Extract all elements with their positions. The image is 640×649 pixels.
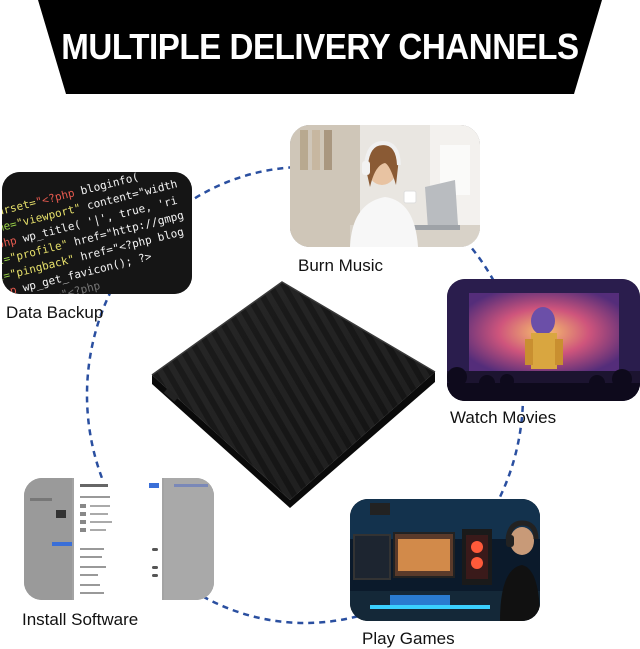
watch-movies-label: Watch Movies: [450, 408, 557, 427]
data-backup-image: charset="<?php bloginfo( name="viewport"…: [2, 172, 192, 294]
data-backup-label: Data Backup: [6, 303, 104, 322]
install-software-image: [24, 478, 214, 600]
external-dvd-drive-image: [140, 270, 440, 515]
burn-music-label: Burn Music: [298, 256, 384, 275]
install-software-label: Install Software: [22, 610, 139, 629]
play-games-image: [350, 499, 540, 621]
banner-shape: [38, 0, 602, 94]
watch-movies-image: [447, 279, 640, 401]
banner-title: MULTIPLE DELIVERY CHANNELS: [61, 26, 579, 67]
burn-music-image: [290, 125, 480, 247]
header-banner: MULTIPLE DELIVERY CHANNELS: [38, 0, 602, 94]
play-games-label: Play Games: [362, 629, 455, 648]
